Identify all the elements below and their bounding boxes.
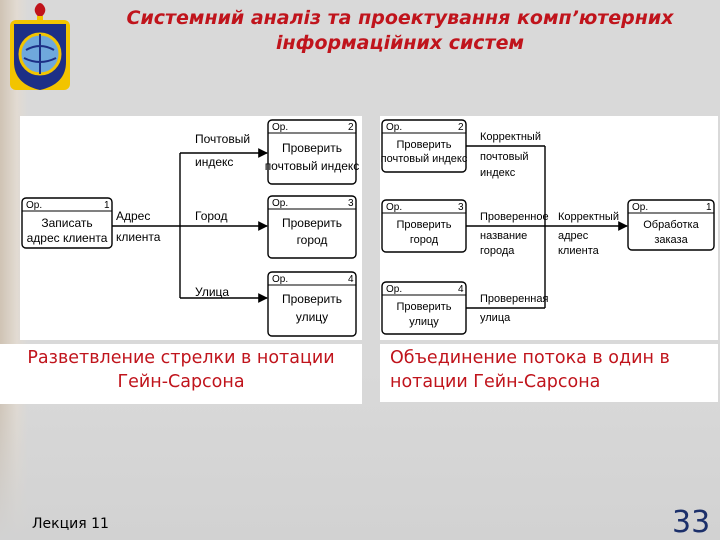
title-line-2: інформаційних систем — [276, 32, 524, 54]
svg-text:Проверить: Проверить — [396, 139, 451, 151]
label-merged-1: Корректный — [558, 211, 619, 223]
svg-text:Проверить: Проверить — [396, 219, 451, 231]
lecture-label: Лекция 11 — [32, 516, 109, 532]
svg-text:4: 4 — [458, 284, 464, 295]
svg-text:Ор.: Ор. — [272, 122, 288, 133]
svg-text:адрес клиента: адрес клиента — [27, 231, 108, 245]
label-postcode-valid-2: почтовый — [480, 151, 529, 163]
caption-left-line2: Гейн-Сарсона — [117, 372, 245, 392]
svg-text:Ор.: Ор. — [632, 202, 648, 213]
flow-label-line1: Адрес — [116, 209, 150, 223]
branch-label-postcode: Почтовый — [195, 132, 250, 146]
branch-label-street: Улица — [195, 285, 229, 299]
svg-text:улицу: улицу — [296, 310, 328, 324]
svg-text:1: 1 — [104, 200, 110, 211]
branch-label-postcode-2: индекс — [195, 155, 233, 169]
process-check-postcode-right: Ор. 2 Проверить почтовый индекс — [381, 119, 468, 173]
label-merged-2: адрес — [558, 230, 589, 242]
svg-text:Проверить: Проверить — [282, 141, 342, 155]
title-line-1: Системний аналіз та проектування комп’ют… — [126, 7, 674, 29]
process-check-street: Ор. 4 Проверить улицу — [267, 271, 357, 337]
svg-text:Записать: Записать — [41, 216, 92, 230]
caption-right-line2: нотации Гейн-Сарсона — [390, 372, 601, 392]
caption-left: Разветвление стрелки в нотации Гейн-Сарс… — [0, 344, 362, 404]
svg-text:почтовый индекс: почтовый индекс — [265, 159, 360, 173]
label-city-valid-2: название — [480, 230, 527, 242]
label-street-valid-1: Проверенная — [480, 293, 548, 305]
svg-text:Проверить: Проверить — [282, 216, 342, 230]
page-title: Системний аналіз та проектування комп’ют… — [82, 6, 718, 56]
svg-text:2: 2 — [458, 122, 464, 133]
svg-text:Проверить: Проверить — [396, 301, 451, 313]
process-check-street-right: Ор. 4 Проверить улицу — [381, 281, 467, 335]
label-postcode-valid-3: индекс — [480, 167, 516, 179]
svg-text:Ор.: Ор. — [386, 202, 402, 213]
diagram-right-panel: Ор. 2 Проверить почтовый индекс Ор. 3 Пр… — [380, 116, 718, 340]
process-check-city: Ор. 3 Проверить город — [267, 195, 357, 259]
caption-left-line1: Разветвление стрелки в нотации — [27, 348, 335, 368]
svg-text:Ор.: Ор. — [386, 122, 402, 133]
svg-text:Обработка: Обработка — [643, 219, 699, 231]
process-check-postcode: Ор. 2 Проверить почтовый индекс — [265, 119, 360, 185]
svg-text:город: город — [297, 233, 328, 247]
label-city-valid-3: города — [480, 245, 515, 257]
svg-text:заказа: заказа — [654, 234, 688, 246]
svg-text:город: город — [410, 234, 439, 246]
university-crest-icon — [10, 3, 70, 90]
process-check-city-right: Ор. 3 Проверить город — [381, 199, 467, 253]
flow-label-line2: клиента — [116, 230, 161, 244]
svg-text:Ор.: Ор. — [386, 284, 402, 295]
svg-text:улицу: улицу — [409, 316, 439, 328]
label-postcode-valid-1: Корректный — [480, 131, 541, 143]
svg-text:1: 1 — [706, 202, 712, 213]
caption-right-line1: Объединение потока в один в — [390, 348, 670, 368]
svg-text:4: 4 — [348, 274, 354, 285]
svg-text:Ор.: Ор. — [26, 200, 42, 211]
page-number: 33 — [672, 505, 711, 540]
process-handle-order: Ор. 1 Обработка заказа — [627, 199, 715, 251]
label-city-valid-1: Проверенное — [480, 211, 549, 223]
diagram-left-panel: Ор. 1 Записать адрес клиента Адрес клиен… — [20, 116, 362, 340]
svg-text:Проверить: Проверить — [282, 292, 342, 306]
process-write-address: Ор. 1 Записать адрес клиента — [21, 197, 113, 249]
caption-right: Объединение потока в один в нотации Гейн… — [380, 344, 718, 402]
svg-text:Ор.: Ор. — [272, 274, 288, 285]
branch-label-city: Город — [195, 209, 227, 223]
svg-text:3: 3 — [348, 198, 354, 209]
branching-diagram: Ор. 1 Записать адрес клиента Адрес клиен… — [21, 119, 360, 337]
label-street-valid-2: улица — [480, 312, 511, 324]
svg-text:Ор.: Ор. — [272, 198, 288, 209]
svg-text:почтовый индекс: почтовый индекс — [381, 153, 468, 165]
merging-diagram: Ор. 2 Проверить почтовый индекс Ор. 3 Пр… — [381, 119, 715, 335]
svg-text:3: 3 — [458, 202, 464, 213]
svg-text:2: 2 — [348, 122, 354, 133]
label-merged-3: клиента — [558, 245, 600, 257]
